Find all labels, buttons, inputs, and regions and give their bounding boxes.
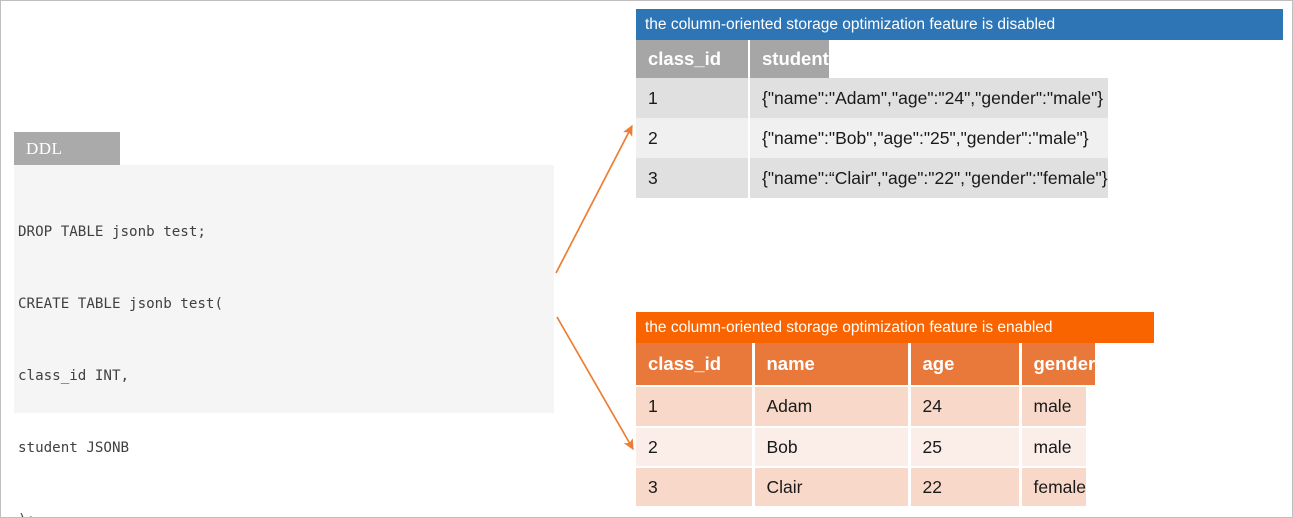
cell-class-id: 2: [636, 118, 750, 158]
table-feature-enabled: the column-oriented storage optimization…: [636, 312, 1154, 508]
table-enabled-header: class_id name age gender: [636, 343, 1154, 387]
cell-class-id: 1: [636, 387, 755, 427]
cell-gender: male: [1033, 396, 1072, 416]
ddl-badge: DDL: [14, 132, 120, 165]
table-row: 1 {"name":"Adam","age":"24","gender":"ma…: [636, 78, 1108, 118]
arrow-to-disabled-table: [555, 124, 633, 274]
cell-student: {"name":"Adam","age":"24","gender":"male…: [762, 87, 1104, 108]
cell-name: Adam: [753, 387, 911, 427]
table-row: 1 Adam 24 male: [636, 387, 1087, 427]
ddl-code-line: );: [18, 508, 554, 517]
table-enabled-body: 1 Adam 24 male 2 Bob 25 male 3 Clair 22 …: [636, 387, 1154, 508]
table-header-row: class_id name age gender: [636, 343, 1096, 386]
cell-student: {"name":"Bob","age":"25","gender":"male"…: [762, 127, 1089, 148]
column-header-name: name: [753, 343, 911, 386]
arrow-to-enabled-table: [556, 316, 634, 451]
ddl-code-line: CREATE TABLE jsonb test(: [18, 296, 223, 312]
table-row: 3 Clair 22 female: [636, 467, 1087, 507]
cell-age: 24: [909, 387, 1022, 427]
table-row: 3 {"name":“Clair","age":"22","gender":"f…: [636, 158, 1108, 198]
table-feature-disabled: the column-oriented storage optimization…: [636, 9, 1283, 198]
cell-class-id: 2: [636, 427, 755, 467]
table-row: 2 Bob 25 male: [636, 427, 1087, 467]
cell-gender: female: [1033, 476, 1087, 497]
cell-name: Bob: [753, 427, 911, 467]
ddl-code-line: class_id INT,: [18, 368, 130, 384]
column-header-class-id: class_id: [636, 40, 750, 78]
table-row: 2 {"name":"Bob","age":"25","gender":"mal…: [636, 118, 1108, 158]
ddl-code-line: student JSONB: [18, 440, 130, 456]
ddl-code-block: DROP TABLE jsonb test; CREATE TABLE json…: [14, 165, 554, 517]
table-disabled-header: class_id student: [636, 40, 1283, 78]
cell-student: {"name":“Clair","age":"22","gender":"fem…: [762, 167, 1108, 188]
cell-age: 25: [909, 427, 1022, 467]
table-disabled-body: 1 {"name":"Adam","age":"24","gender":"ma…: [636, 78, 1283, 198]
column-header-class-id: class_id: [636, 343, 755, 386]
table-header-row: class_id student: [636, 40, 829, 78]
column-header-student: student: [762, 48, 829, 69]
ddl-code-line: DROP TABLE jsonb test;: [18, 224, 206, 240]
cell-class-id: 3: [636, 467, 755, 507]
table-disabled-title: the column-oriented storage optimization…: [636, 9, 1283, 40]
cell-age: 22: [909, 467, 1022, 507]
cell-class-id: 1: [636, 78, 750, 118]
cell-class-id: 3: [636, 158, 750, 198]
table-enabled-title: the column-oriented storage optimization…: [636, 312, 1154, 343]
cell-name: Clair: [753, 467, 911, 507]
cell-gender: male: [1033, 436, 1072, 457]
column-header-gender: gender: [1033, 353, 1096, 374]
column-header-age: age: [909, 343, 1022, 386]
